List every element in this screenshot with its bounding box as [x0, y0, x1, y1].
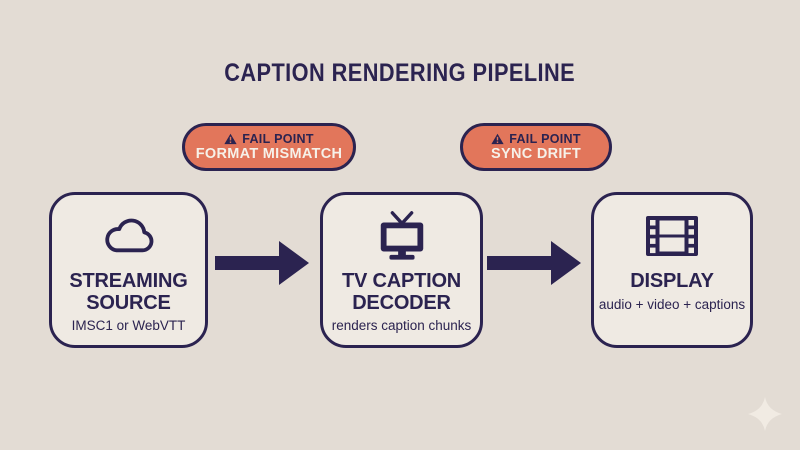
node-streaming-source: STREAMING SOURCE IMSC1 or WebVTT — [49, 192, 208, 348]
fail-point-badge-sync-drift: FAIL POINT SYNC DRIFT — [460, 123, 612, 171]
node-subtitle: audio + video + captions — [598, 296, 746, 312]
tv-icon — [374, 210, 430, 262]
fail-point-badge-format-mismatch: FAIL POINT FORMAT MISMATCH — [182, 123, 356, 171]
fail-point-detail: FORMAT MISMATCH — [195, 145, 343, 162]
sparkle-icon — [748, 397, 782, 431]
node-tv-caption-decoder: TV CAPTION DECODER renders caption chunk… — [320, 192, 483, 348]
fail-point-label: FAIL POINT — [509, 132, 581, 146]
film-strip-icon — [646, 210, 698, 262]
flow-arrow-icon — [487, 241, 581, 285]
fail-point-header: FAIL POINT — [224, 133, 314, 146]
node-subtitle: renders caption chunks — [331, 318, 472, 334]
node-title: STREAMING SOURCE — [69, 270, 188, 314]
node-subtitle: IMSC1 or WebVTT — [71, 318, 186, 334]
warning-triangle-icon — [224, 134, 237, 145]
node-display: DISPLAY audio + video + captions — [591, 192, 753, 348]
node-title: DISPLAY — [630, 270, 714, 292]
fail-point-header: FAIL POINT — [491, 133, 581, 146]
page-title: CAPTION RENDERING PIPELINE — [224, 59, 576, 87]
flow-arrow-icon — [215, 241, 309, 285]
fail-point-detail: SYNC DRIFT — [491, 145, 581, 162]
warning-triangle-icon — [491, 134, 504, 145]
fail-point-label: FAIL POINT — [242, 132, 314, 146]
cloud-icon — [100, 210, 158, 262]
node-title: TV CAPTION DECODER — [341, 270, 462, 314]
